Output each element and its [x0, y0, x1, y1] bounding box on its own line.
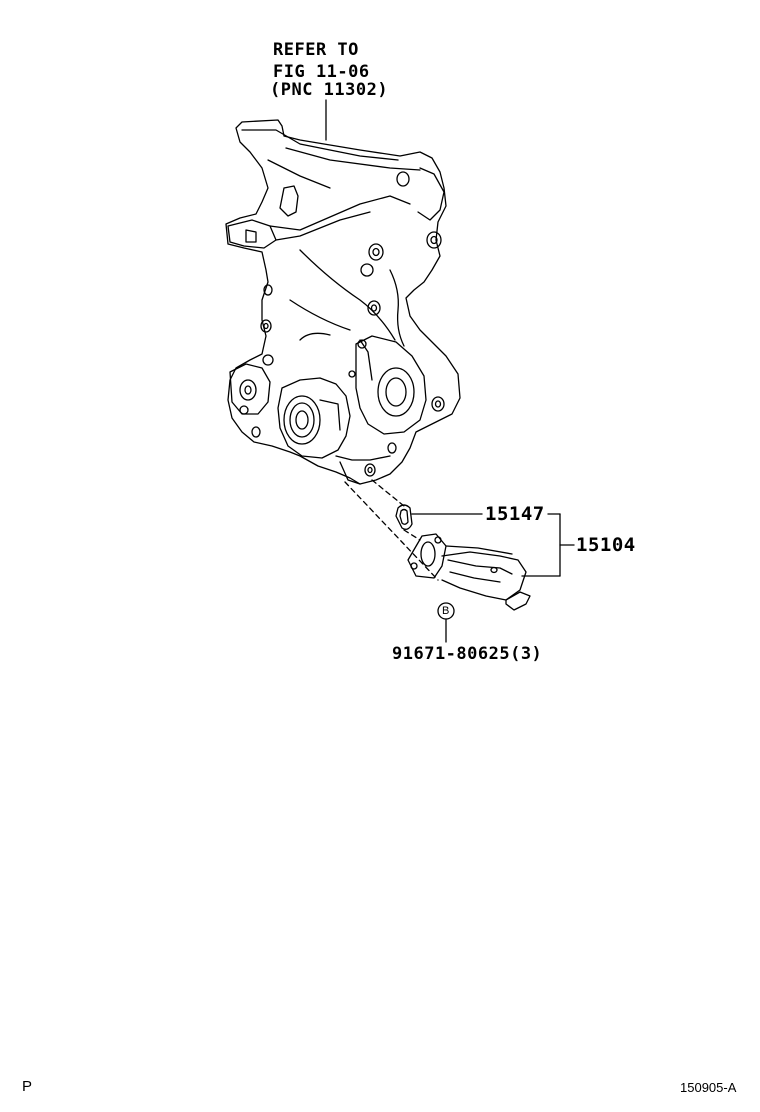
refer-figure-label: FIG 11-06 — [273, 62, 370, 82]
part-number-15104: 15104 — [576, 534, 636, 556]
part-number-15147: 15147 — [485, 503, 545, 525]
figure-code: 150905-A — [680, 1080, 737, 1095]
refer-pnc-label: (PNC 11302) — [270, 80, 389, 100]
part-number-bolt: 91671-80625(3) — [392, 644, 543, 664]
footer-left-mark: P — [22, 1078, 33, 1095]
bolt-marker-letter: B — [442, 605, 450, 617]
assembly-guide-lines — [344, 479, 439, 581]
refer-to-label: REFER TO — [273, 40, 359, 60]
timing-cover-part — [225, 119, 461, 485]
oil-strainer-gasket — [395, 504, 413, 530]
oil-strainer-part — [407, 533, 531, 611]
